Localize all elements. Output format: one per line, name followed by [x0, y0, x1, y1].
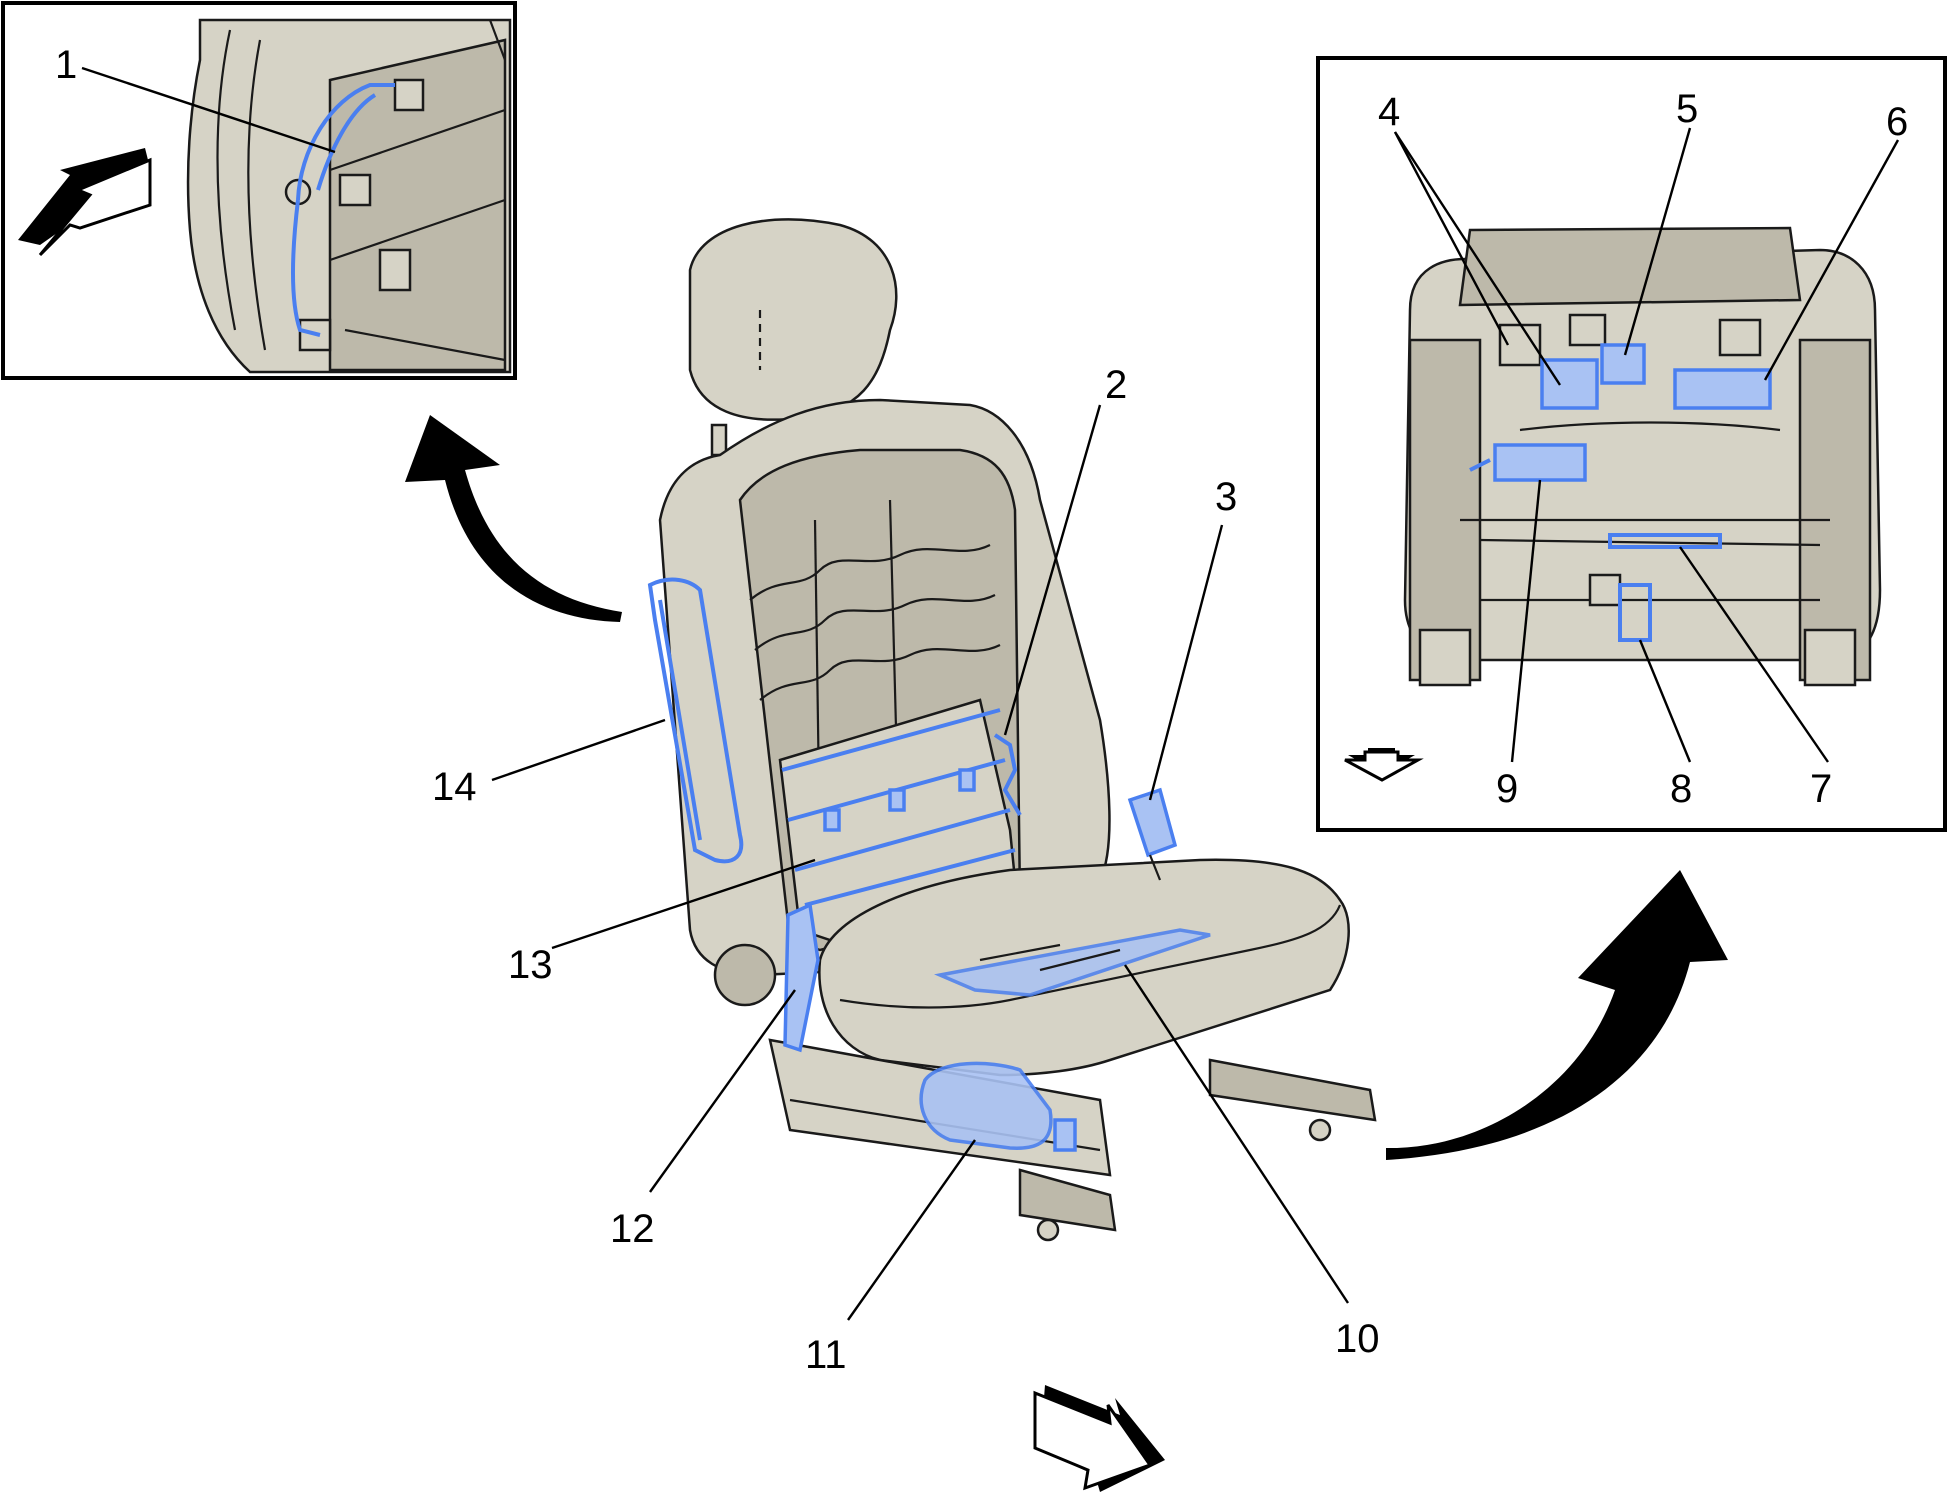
component-6 [1673, 368, 1772, 410]
callout-1: 1 [55, 43, 77, 87]
inset-down-arrow-icon [1344, 748, 1424, 782]
seatback-frame-detail [186, 18, 512, 374]
clip [823, 808, 841, 832]
leader-8 [1638, 639, 1692, 763]
callout-9: 9 [1496, 767, 1518, 811]
curved-arrow-icon [405, 415, 622, 622]
seat-adjuster-switch [919, 1061, 1053, 1150]
leader-14 [491, 718, 666, 782]
seat-cushion [818, 858, 1350, 1077]
callout-8: 8 [1670, 767, 1692, 811]
leader-4a [1393, 131, 1562, 386]
leader-10 [1123, 964, 1350, 1304]
leader-5 [1623, 127, 1692, 356]
forward-direction-arrow-icon [1033, 1385, 1165, 1492]
seatback-detail-inset: 1 [1, 1, 517, 380]
component-5 [1600, 343, 1646, 385]
seat-underside-detail-inset: 4 5 6 9 8 7 [1316, 56, 1947, 832]
inset-direction-arrow-icon [18, 148, 152, 257]
component-9 [1493, 443, 1587, 482]
seat-belt-buckle [1127, 787, 1178, 858]
callout-14: 14 [432, 765, 477, 809]
seat-base [768, 1038, 1377, 1242]
callout-3: 3 [1215, 475, 1237, 519]
leader-4b [1393, 131, 1510, 346]
seatback [658, 398, 1111, 977]
callout-12: 12 [610, 1207, 655, 1251]
leader-11 [847, 1139, 976, 1321]
callout-2: 2 [1105, 363, 1127, 407]
leader-2 [1003, 404, 1102, 736]
leader-9 [1510, 479, 1542, 763]
component-8 [1618, 583, 1652, 642]
callout-13: 13 [508, 943, 553, 987]
side-airbag-module [647, 577, 744, 864]
component-4 [1540, 358, 1599, 410]
leader-1 [81, 66, 336, 154]
clip [958, 768, 976, 792]
callout-10: 10 [1335, 1317, 1380, 1361]
clip [888, 788, 906, 812]
leader-7 [1679, 546, 1829, 763]
curved-arrow-icon [1386, 870, 1728, 1160]
leader-3 [1148, 524, 1224, 801]
occupant-sensor-mat [934, 928, 1211, 997]
leader-13 [551, 858, 816, 950]
leader-6 [1763, 139, 1900, 381]
callout-4: 4 [1378, 90, 1400, 134]
headrest [688, 218, 898, 457]
callout-5: 5 [1676, 87, 1698, 131]
seatback-side-bracket [783, 902, 820, 1053]
switch-connector [1053, 1118, 1077, 1152]
seat-cushion-underside [1403, 226, 1882, 687]
component-7 [1608, 533, 1722, 549]
callout-7: 7 [1810, 767, 1832, 811]
callout-6: 6 [1886, 100, 1908, 144]
front-seat-assembly [647, 218, 1377, 1242]
callout-11: 11 [805, 1333, 847, 1377]
leader-12 [649, 989, 796, 1193]
